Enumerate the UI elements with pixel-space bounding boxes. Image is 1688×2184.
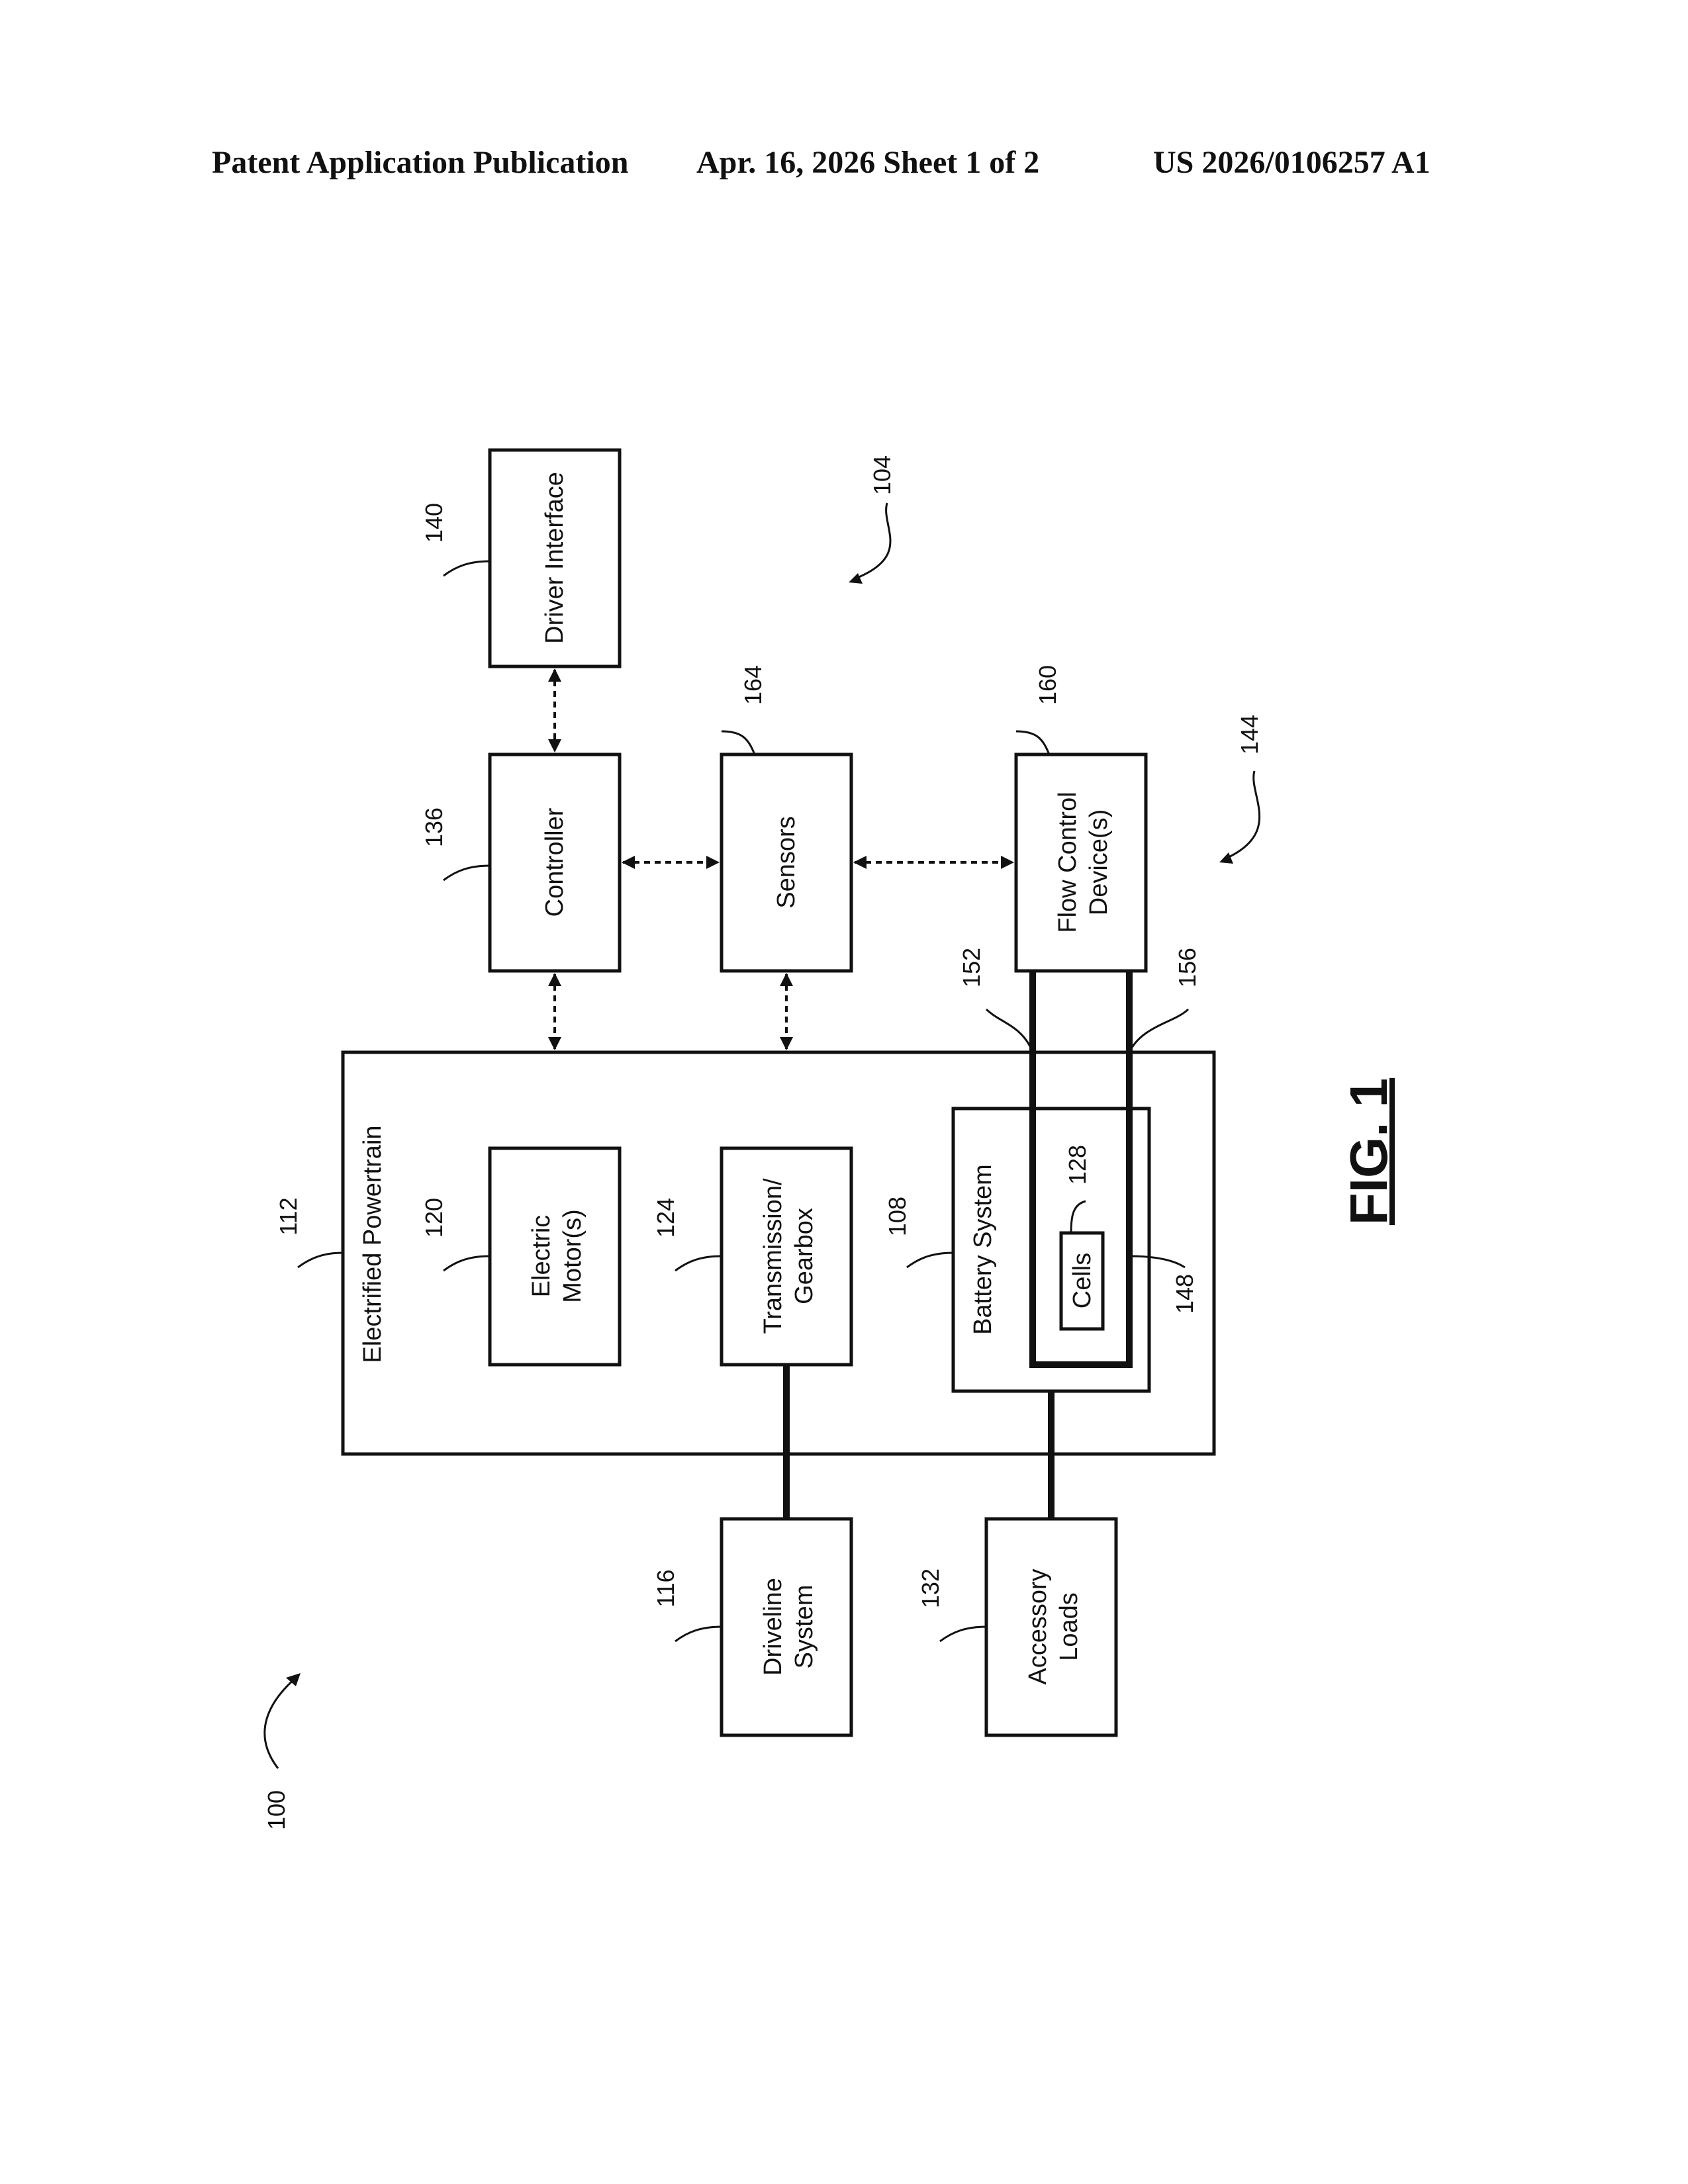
figure-label: FIG. 1	[1339, 1078, 1398, 1225]
transmission-label-line2: Gearbox	[790, 1208, 818, 1304]
arrowhead-104	[849, 573, 863, 584]
leader-164	[722, 731, 755, 754]
ref-112: 112	[275, 1197, 302, 1235]
ref-152: 152	[958, 948, 985, 987]
ref-132: 132	[917, 1569, 944, 1608]
flow-control-label-line2: Device(s)	[1085, 809, 1113, 915]
controller-label: Controller	[541, 807, 569, 917]
leader-124	[675, 1256, 722, 1271]
leader-148	[1129, 1256, 1185, 1267]
leader-132	[940, 1627, 986, 1641]
leader-144	[1225, 771, 1260, 859]
ref-156: 156	[1174, 948, 1201, 987]
leader-136	[444, 866, 490, 880]
ref-124: 124	[652, 1198, 679, 1238]
ref-128: 128	[1064, 1145, 1091, 1185]
leader-116	[675, 1627, 722, 1641]
ref-164: 164	[739, 665, 767, 705]
transmission-label-line1: Transmission/	[759, 1178, 787, 1334]
ref-144: 144	[1236, 715, 1263, 754]
driver-interface-label: Driver Interface	[541, 472, 569, 644]
ref-148: 148	[1171, 1274, 1198, 1314]
ref-120: 120	[420, 1198, 447, 1238]
ref-136: 136	[420, 807, 447, 847]
battery-system-label: Battery System	[969, 1164, 997, 1335]
sensors-label: Sensors	[773, 816, 800, 908]
ref-160: 160	[1034, 665, 1061, 705]
leader-140	[444, 561, 490, 576]
electrified-powertrain-label: Electrified Powertrain	[359, 1125, 387, 1363]
leader-120	[444, 1256, 490, 1271]
leader-108	[907, 1253, 953, 1267]
accessory-loads-label-line2: Loads	[1055, 1592, 1083, 1661]
ref-104: 104	[868, 455, 896, 495]
ref-100: 100	[263, 1790, 290, 1830]
ref-108: 108	[884, 1197, 911, 1236]
leader-160	[1016, 731, 1049, 754]
cells-label: Cells	[1068, 1253, 1096, 1308]
leader-100	[265, 1678, 296, 1768]
arrowhead-144	[1219, 852, 1233, 864]
leader-104	[854, 503, 890, 579]
leader-112	[298, 1253, 343, 1267]
ref-140: 140	[420, 503, 447, 543]
leader-156	[1129, 1009, 1188, 1052]
accessory-loads-label-line1: Accessory	[1024, 1569, 1052, 1684]
electric-motor-label-line1: Electric	[528, 1215, 555, 1298]
flow-control-label-line1: Flow Control	[1054, 792, 1082, 933]
leader-152	[986, 1009, 1033, 1052]
electric-motor-label-line2: Motor(s)	[559, 1209, 586, 1302]
leader-128	[1071, 1201, 1086, 1233]
ref-116: 116	[652, 1569, 679, 1607]
driveline-label-line1: Driveline	[759, 1578, 787, 1676]
driveline-label-line2: System	[790, 1585, 818, 1669]
